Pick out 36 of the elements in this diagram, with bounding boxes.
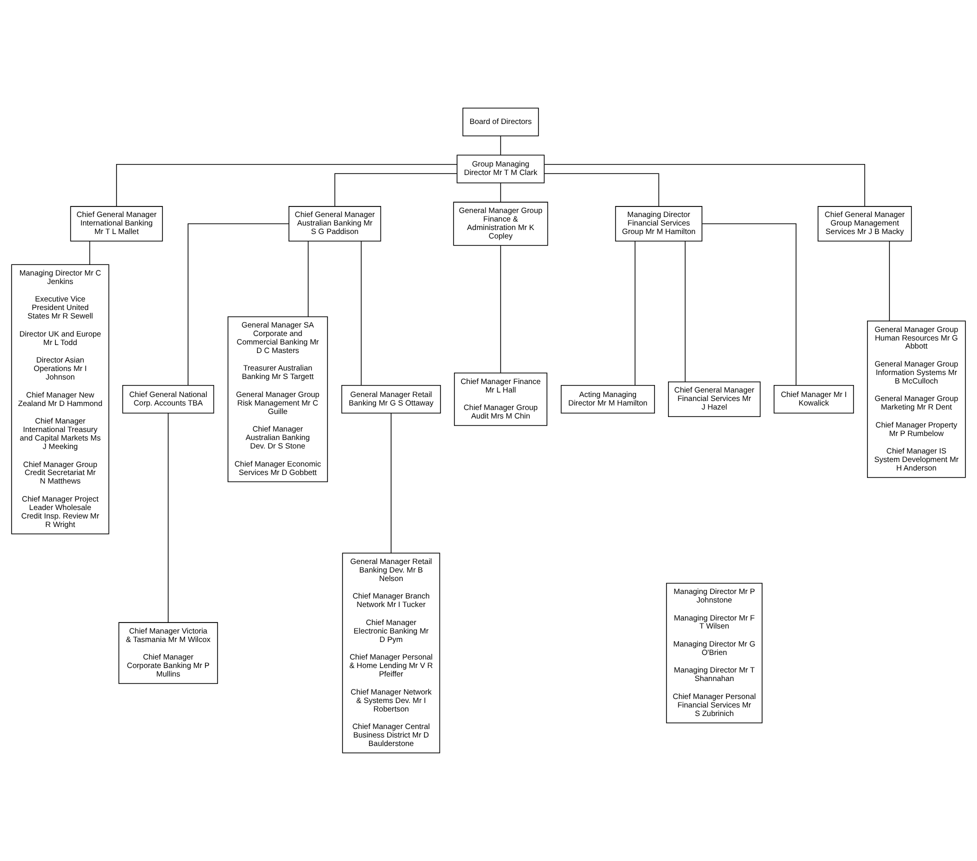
node-box: Managing Director Financial Services Group Mr M Hamilton bbox=[615, 206, 702, 242]
node-box: Chief Manager Finance Mr L Hall Chief Manager Group Audit Mrs M Chin bbox=[454, 372, 548, 426]
node-box: Chief Manager Mr I Kowalick bbox=[774, 385, 854, 414]
node-box: Managing Director Mr C Jenkins Executive Vice President United States Mr R Sewell Director UK and Europe Mr L Todd Director Asian Operations Mr I Johnson Chief Manager New Zealand Mr D Hammond Chief Manager International Treasury and Capital Markets Ms J Meeking Chief Manager Group Credit Secretariat Mr N Matthews Chief Manager Project Leader Wholesale Credit Insp. Review Mr R Wright bbox=[11, 264, 110, 534]
connector bbox=[544, 173, 660, 207]
node-box: General Manager Group Finance & Administration Mr K Copley bbox=[453, 202, 548, 246]
connector bbox=[360, 240, 362, 386]
node-box: Chief General Manager Group Management Services Mr J B Macky bbox=[818, 206, 912, 242]
connector bbox=[168, 412, 169, 623]
connector bbox=[889, 240, 890, 322]
connector bbox=[544, 164, 866, 207]
connector bbox=[308, 240, 309, 317]
node-box: Chief General Manager Australian Banking Mr S G Paddison bbox=[288, 206, 382, 242]
node-box: Board of Directors bbox=[462, 108, 539, 136]
node-box: General Manager Retail Banking Dev. Mr B Nelson Chief Manager Branch Network Mr I Tucker Chief Manager Electronic Banking Mr D Pym Chief Manager Personal & Home Lending Mr V R Pfeiffer Chief Manager Network & Systems Dev. Mr I Robertson Chief Manager Central Business District Mr D Baulderstone bbox=[342, 552, 440, 754]
connector bbox=[500, 182, 502, 202]
node-box: General Manager Retail Banking Mr G S Ottaway bbox=[341, 385, 441, 414]
node-box: General Manager Group Human Resources Mr G Abbott General Manager Group Information Systems Mr B McCulloch General Manager Group Marketing Mr R Dent Chief Manager Property Mr P Rumbelow Chief Manager IS System Development Mr H Anderson bbox=[867, 320, 966, 478]
node-box: Chief Manager Victoria & Tasmania Mr M Wilcox Chief Manager Corporate Banking Mr P Mullins bbox=[118, 622, 218, 684]
node-box: General Manager SA Corporate and Commercial Banking Mr D C Masters Treasurer Australian Banking Mr S Targett General Manager Group Risk Management Mr C Guille Chief Manager Australian Banking Dev. Dr S Stone Chief Manager Economic Services Mr D Gobbett bbox=[228, 316, 328, 482]
connector bbox=[634, 240, 636, 386]
node-box: Managing Director Mr P Johnstone Managing Director Mr F T Wilsen Managing Director Mr G O'Brien Managing Director Mr T Shannahan Chief Manager Personal Financial Services Mr S Zubrinich bbox=[666, 582, 763, 724]
connector bbox=[500, 136, 502, 156]
connector bbox=[702, 223, 796, 386]
connector bbox=[188, 223, 290, 386]
node-box: Chief General National Corp. Accounts TBA bbox=[122, 385, 214, 414]
node-box: Acting Managing Director Mr M Hamilton bbox=[560, 385, 655, 414]
node-box: Group Managing Director Mr T M Clark bbox=[456, 154, 545, 184]
node-box: Chief General Manager International Banking Mr T L Mallet bbox=[70, 206, 163, 242]
connector bbox=[89, 240, 90, 266]
connector bbox=[390, 412, 392, 554]
connector bbox=[500, 245, 502, 374]
connector bbox=[334, 173, 458, 207]
connector bbox=[116, 164, 458, 207]
node-box: Chief General Manager Financial Services Mr J Hazel bbox=[668, 382, 761, 417]
connector bbox=[684, 240, 686, 382]
